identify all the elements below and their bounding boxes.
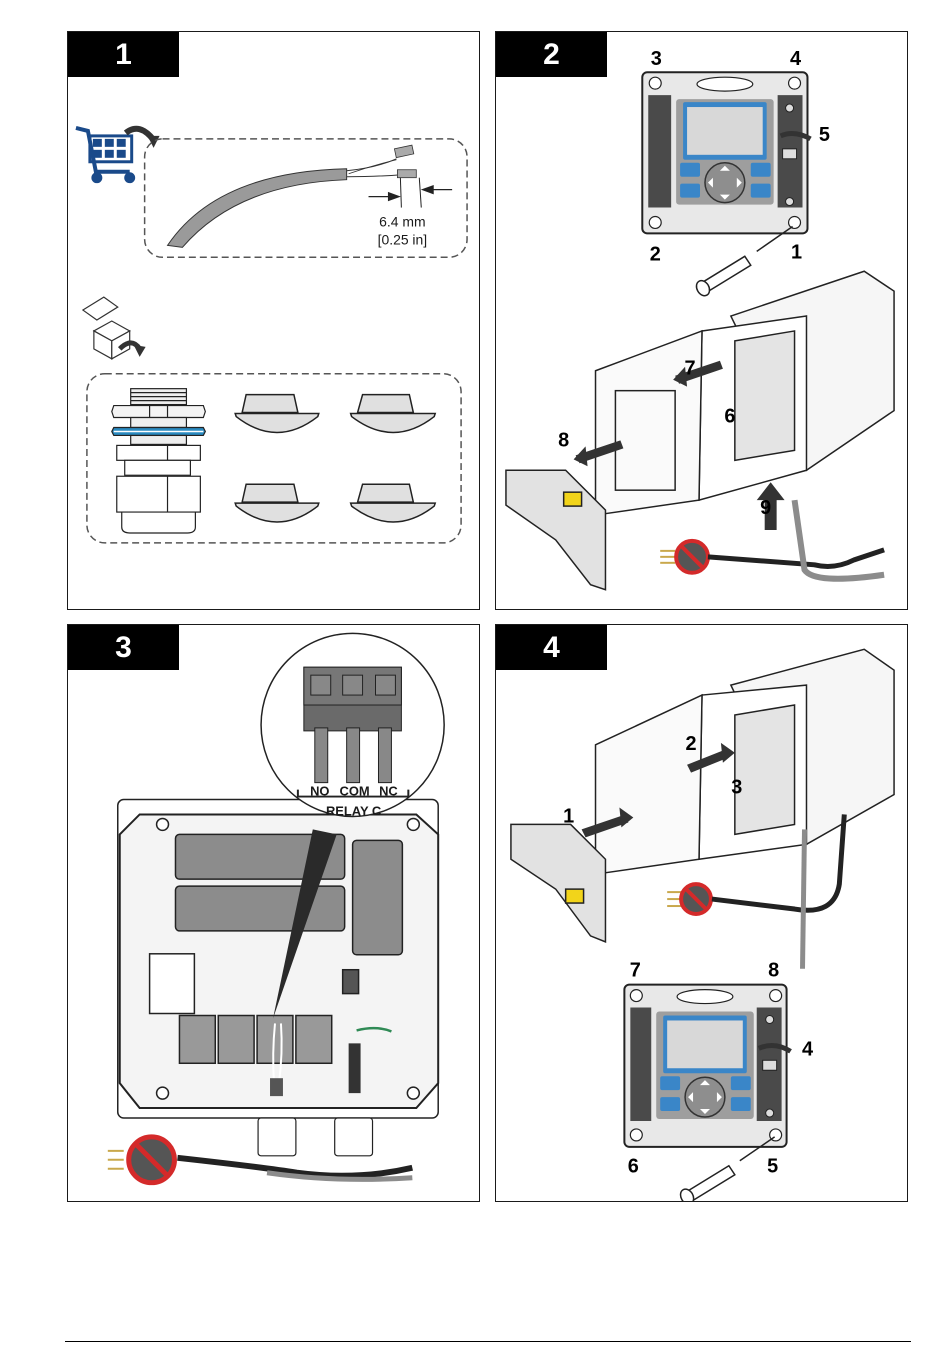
screwdriver-icon <box>694 226 793 298</box>
no-power-plug-icon <box>108 1137 175 1183</box>
cover-plate <box>506 470 606 589</box>
callout-3: 3 <box>651 48 662 70</box>
power-cable <box>708 550 884 567</box>
callout-2: 2 <box>686 733 697 755</box>
callout-8: 8 <box>768 960 779 982</box>
callout-6: 6 <box>628 1156 639 1178</box>
open-enclosure <box>596 649 895 874</box>
callout-1: 1 <box>563 805 574 827</box>
controller-front <box>642 72 807 233</box>
callout-6: 6 <box>724 406 735 428</box>
strip-length-dimension <box>369 178 453 208</box>
step-4-illustration: 1 2 3 <box>496 625 907 1201</box>
step-4-panel: 4 1 2 3 <box>495 624 908 1202</box>
callout-5: 5 <box>767 1156 778 1178</box>
callout-3: 3 <box>731 777 742 799</box>
step-3-illustration: NO COM NC RELAY C <box>68 625 479 1201</box>
strip-length-mm: 6.4 mm <box>379 213 425 229</box>
enclosure-interior <box>118 800 438 1118</box>
callout-7: 7 <box>630 960 641 982</box>
step-3-panel: 3 <box>67 624 480 1202</box>
no-power-plug-icon <box>660 541 708 573</box>
step-1-illustration: 6.4 mm [0.25 in] <box>68 32 479 609</box>
terminal-label-nc: NC <box>379 784 398 799</box>
terminal-label-no: NO <box>310 784 329 799</box>
no-power-plug-icon <box>667 884 711 914</box>
callout-4: 4 <box>790 48 801 70</box>
shopping-cart-icon <box>76 128 135 183</box>
sealing-plug <box>351 484 436 522</box>
terminal-group-label: RELAY C <box>326 803 381 818</box>
callout-5: 5 <box>819 124 830 146</box>
cover-plate <box>511 824 606 941</box>
terminal-label-com: COM <box>340 784 370 799</box>
callout-7: 7 <box>685 358 696 380</box>
cable-glands <box>258 1118 372 1156</box>
callout-4: 4 <box>802 1038 813 1060</box>
sealing-plug <box>235 395 319 433</box>
step-2-illustration: 3 4 5 2 1 7 6 8 9 <box>496 32 907 609</box>
callout-8: 8 <box>558 429 569 451</box>
open-enclosure <box>596 271 895 515</box>
sealing-plug <box>351 395 436 433</box>
power-cable <box>177 1158 412 1176</box>
cable-gland-illustration <box>112 389 206 533</box>
open-box-icon <box>83 297 130 359</box>
step-2-panel: 2 3 <box>495 31 908 610</box>
footer-divider <box>65 1341 911 1342</box>
callout-2: 2 <box>650 243 661 265</box>
step-1-panel: 1 <box>67 31 480 610</box>
controller-front <box>624 985 786 1147</box>
strip-length-in: [0.25 in] <box>378 231 428 247</box>
callout-9: 9 <box>760 497 771 519</box>
callout-1: 1 <box>791 241 802 263</box>
sealing-plug <box>235 484 319 522</box>
sensor-cable <box>803 829 805 968</box>
